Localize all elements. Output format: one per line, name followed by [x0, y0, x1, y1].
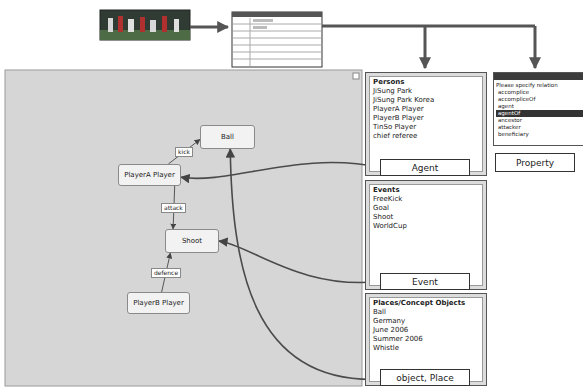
list-prompt: Please specify relation	[496, 82, 583, 89]
list-item: PlayerB Player	[370, 114, 482, 123]
list-item: beneficiary	[496, 131, 583, 138]
list-item: JiSung Park	[370, 87, 482, 96]
video-thumbnail	[100, 10, 190, 40]
list-item: agent	[496, 103, 583, 110]
list-item: attacker	[496, 124, 583, 131]
list-item: accomplice	[496, 89, 583, 96]
panel-heading: Events	[370, 185, 482, 195]
list-area: EventsFreeKickGoalShootWorldCup	[369, 184, 483, 286]
relation-label: attack	[161, 203, 186, 213]
label-text: object, Place	[396, 373, 453, 383]
relation-label: defence	[151, 268, 181, 278]
concept-node: Shoot	[165, 229, 219, 253]
mapping-arrow	[181, 163, 380, 179]
list-panel: PersonsJiSung ParkJiSung Park KoreaPlaye…	[365, 72, 487, 176]
mapping-arrow	[230, 149, 380, 379]
concept-node: Ball	[200, 125, 255, 149]
list-item: ancestor	[496, 117, 583, 124]
panel-label: object, Place	[380, 369, 470, 386]
panel-label: Property	[495, 153, 575, 172]
relation-line	[168, 139, 200, 164]
editing-canvas	[5, 70, 362, 386]
node-text: PlayerB Player	[133, 299, 184, 307]
list-item: FreeKick	[370, 195, 482, 204]
property-list: Please specify relationaccompliceaccompl…	[493, 72, 583, 146]
title-bar	[494, 73, 583, 80]
concept-node: PlayerA Player	[118, 164, 181, 186]
list-panel: EventsFreeKickGoalShootWorldCupEvent	[365, 180, 487, 290]
panel-heading: Places/Concept Objects	[370, 298, 482, 308]
list-item: Summer 2006	[370, 335, 482, 344]
label-text: Property	[516, 158, 554, 168]
node-text: PlayerA Player	[124, 171, 175, 179]
relation-label: kick	[175, 147, 193, 157]
list-item: chief referee	[370, 132, 482, 141]
panel-heading: Persons	[370, 77, 482, 87]
list-item: Goal	[370, 204, 482, 213]
list-item: Ball	[370, 308, 482, 317]
list-item: agentOf	[496, 110, 583, 117]
mapping-arrow	[219, 241, 380, 283]
list-panel: Places/Concept ObjectsBallGermanyJune 20…	[365, 293, 487, 386]
flow-arrow	[190, 26, 535, 68]
list-item: accompliceOf	[496, 96, 583, 103]
annotation-form	[232, 12, 322, 67]
list-item: TinSo Player	[370, 123, 482, 132]
list-item: Whistle	[370, 344, 482, 353]
list-item: June 2006	[370, 326, 482, 335]
list-item: WorldCup	[370, 222, 482, 231]
list-item: PlayerA Player	[370, 105, 482, 114]
node-text: Shoot	[182, 237, 202, 245]
label-text: Agent	[412, 163, 439, 173]
list-item: Germany	[370, 317, 482, 326]
node-text: Ball	[221, 133, 234, 141]
panel-label: Event	[380, 273, 470, 290]
list-item: Shoot	[370, 213, 482, 222]
label-text: Event	[412, 277, 438, 287]
concept-node: PlayerB Player	[127, 292, 190, 314]
list-item: JiSung Park Korea	[370, 96, 482, 105]
list-area: PersonsJiSung ParkJiSung Park KoreaPlaye…	[369, 76, 483, 172]
panel-label: Agent	[380, 159, 470, 176]
